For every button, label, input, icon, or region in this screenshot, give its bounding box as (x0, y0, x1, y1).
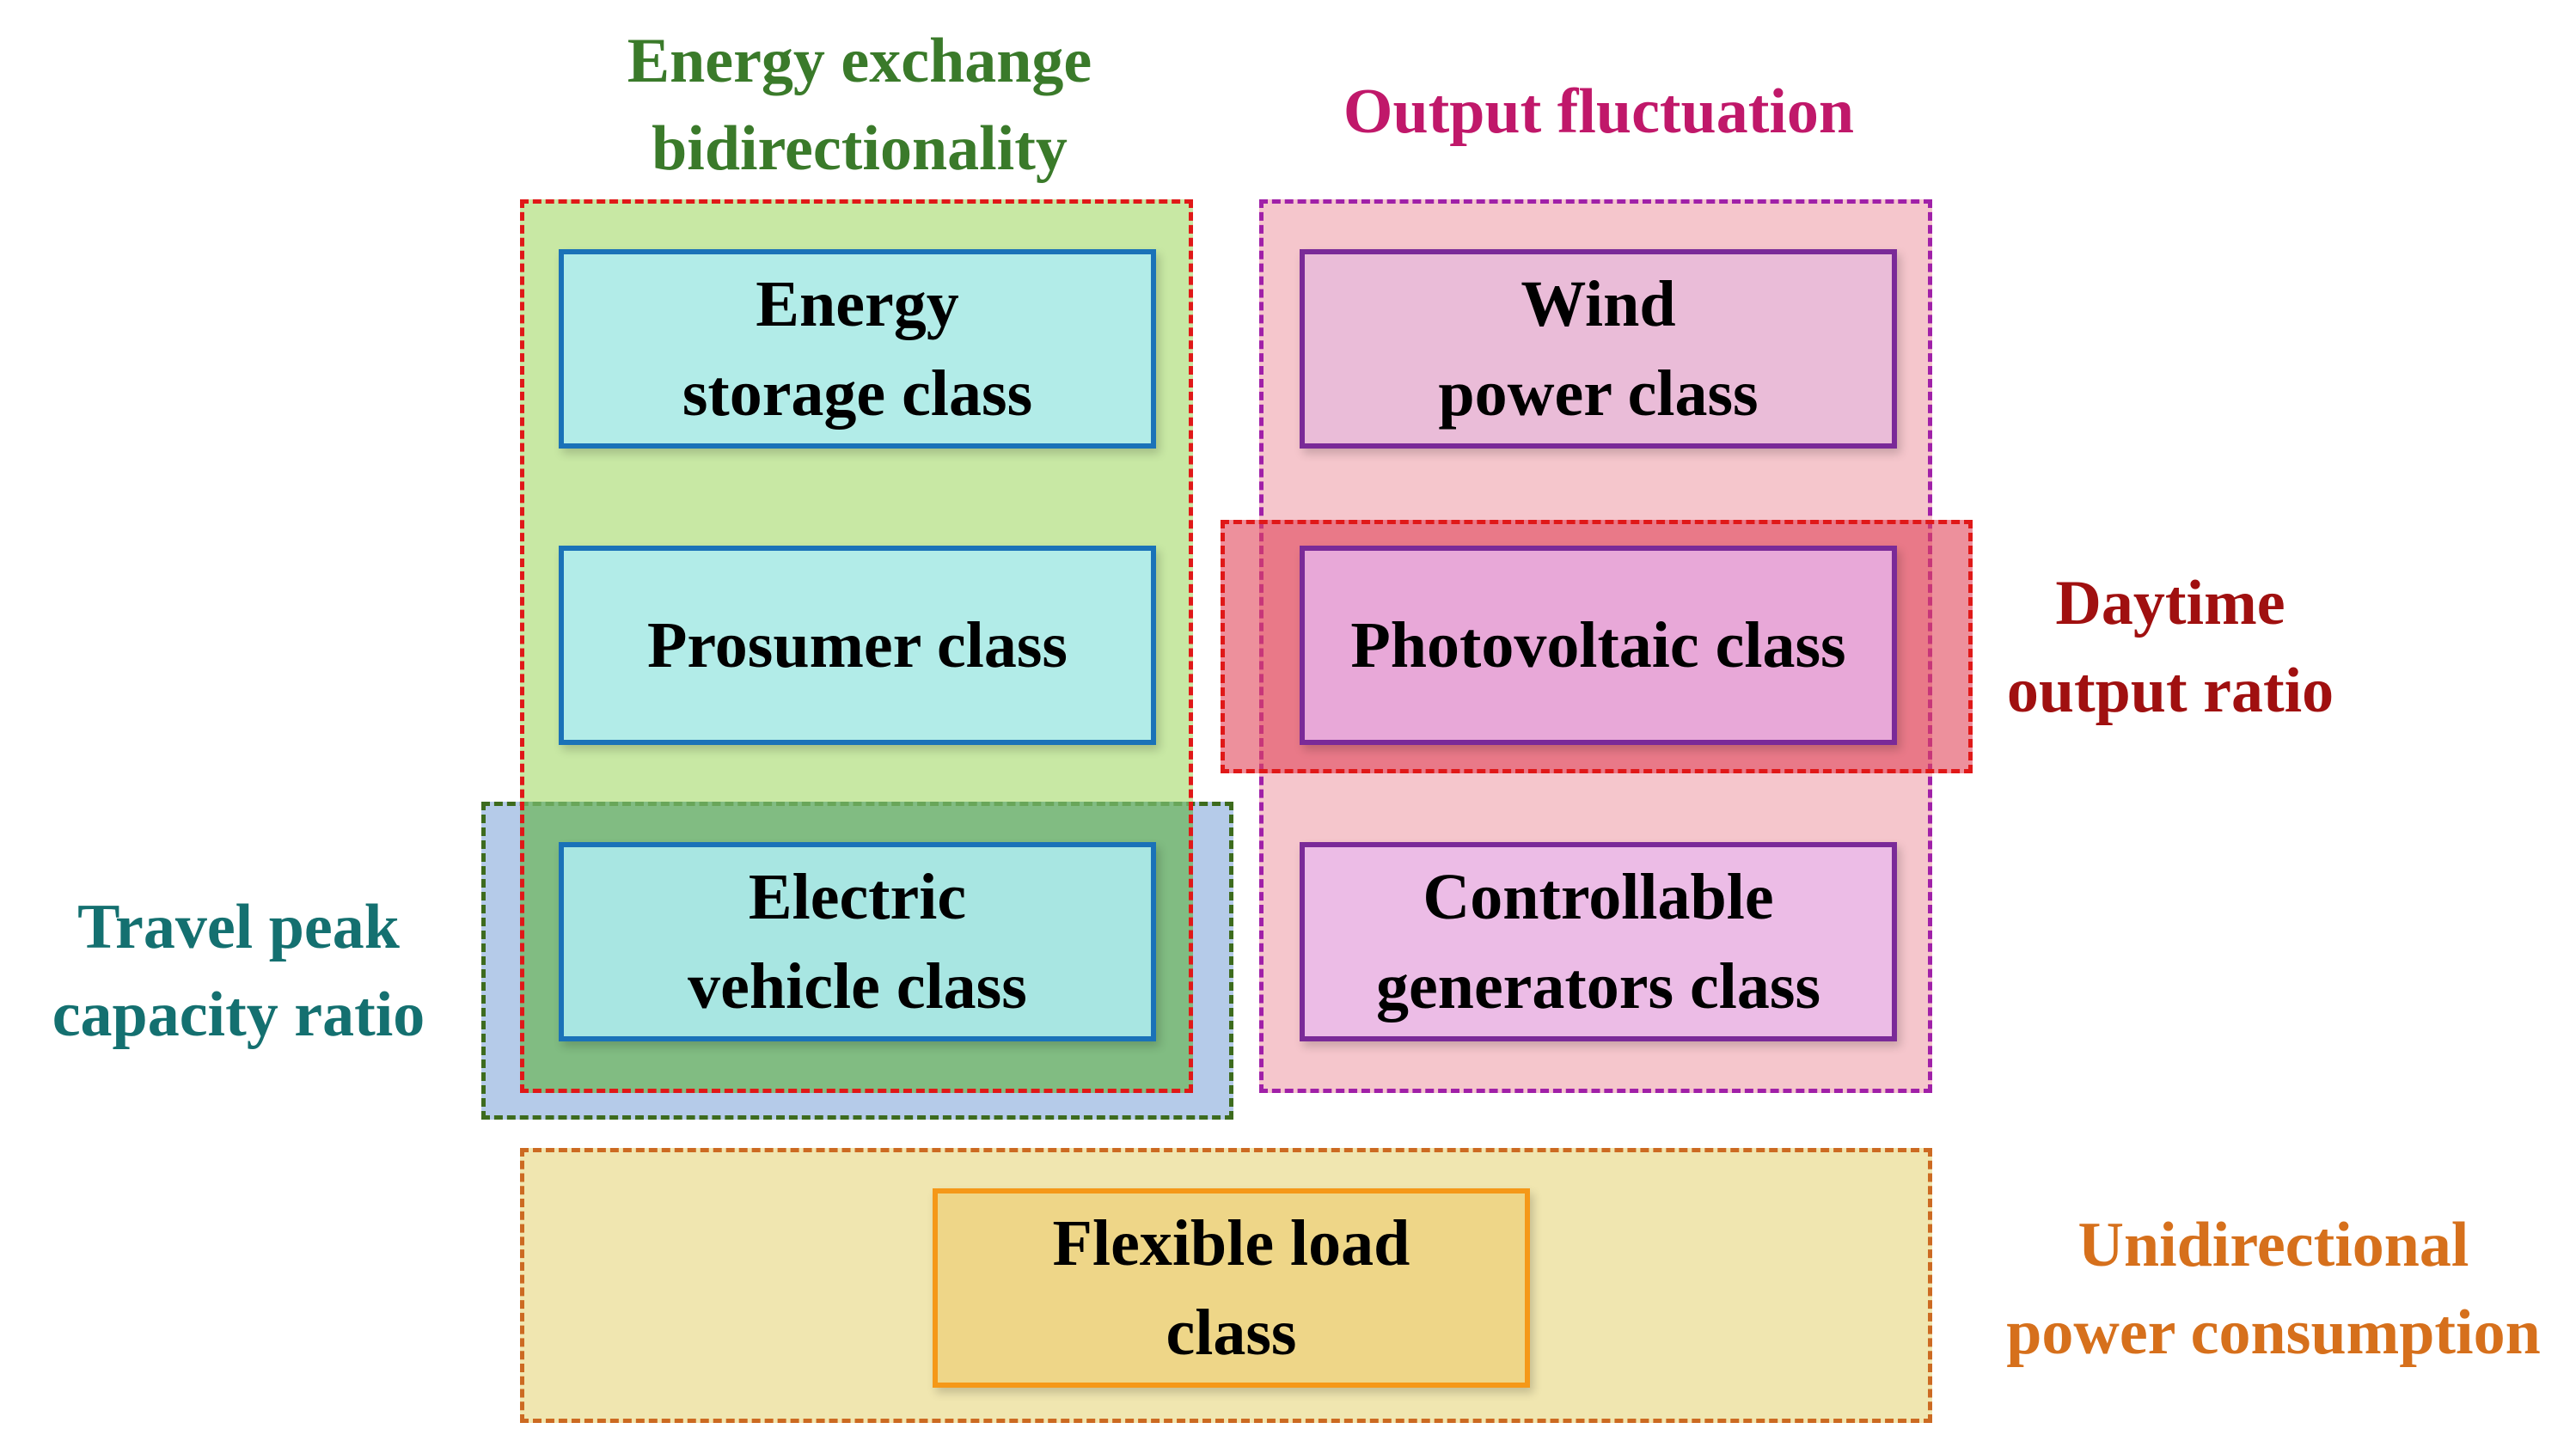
wind-power-class-box: Wind power class (1300, 249, 1897, 449)
flexible-load-class-box: Flexible load class (933, 1188, 1530, 1388)
controllable-generators-class-box: Controllable generators class (1300, 842, 1897, 1041)
daytime-output-label: Daytime output ratio (2006, 568, 2334, 726)
energy-exchange-label: Energy exchange bidirectionality (627, 26, 1092, 184)
photovoltaic-class-box: Photovoltaic class (1300, 546, 1897, 745)
unidirectional-label: Unidirectional power consumption (2006, 1210, 2541, 1368)
electric-vehicle-class-box: Electric vehicle class (559, 842, 1156, 1041)
travel-peak-label: Travel peak capacity ratio (52, 892, 425, 1050)
output-fluctuation-label: Output fluctuation (1343, 76, 1855, 147)
prosumer-class-box: Prosumer class (559, 546, 1156, 745)
energy-storage-class-box: Energy storage class (559, 249, 1156, 449)
